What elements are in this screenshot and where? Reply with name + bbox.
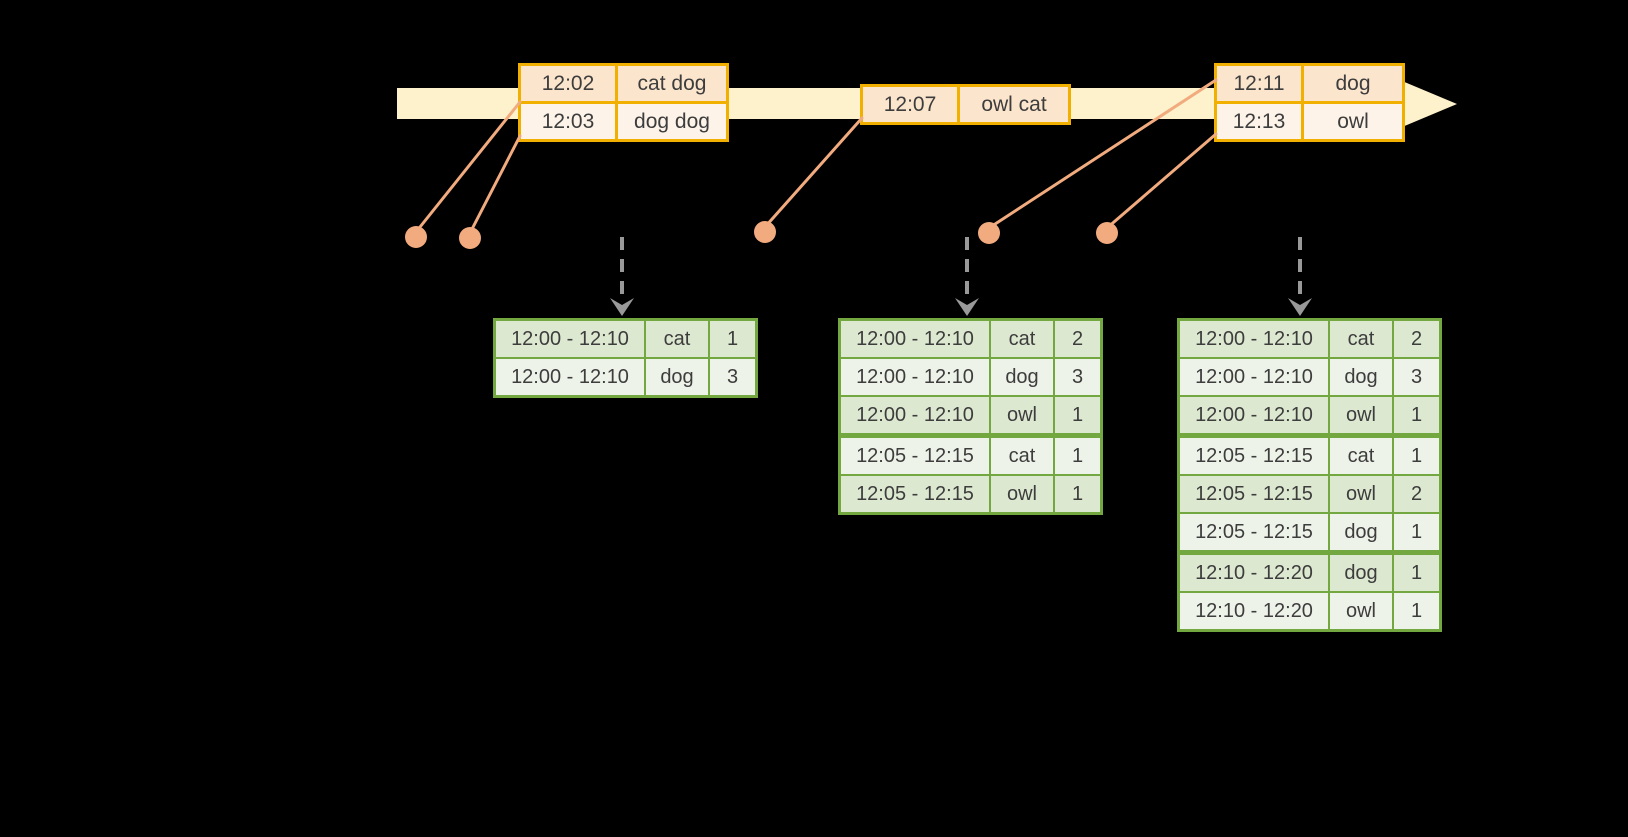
event-table-1: 12:02 cat dog 12:03 dog dog	[518, 63, 729, 142]
word-cell: cat	[989, 318, 1055, 359]
window-cell: 12:05 - 12:15	[838, 434, 991, 476]
event-dot	[754, 221, 776, 243]
count-cell: 1	[1392, 512, 1442, 555]
event-connector-line	[414, 100, 522, 234]
count-cell: 2	[1392, 474, 1442, 514]
event-time-arrow-head-icon	[1395, 78, 1457, 130]
event-connector-line	[468, 134, 522, 235]
trigger-arrow	[955, 237, 979, 316]
result-row: 12:00 - 12:10 cat 1	[493, 318, 758, 359]
event-dot	[978, 222, 1000, 244]
trigger-arrow-head-icon	[955, 298, 979, 316]
trigger-arrow	[610, 237, 634, 316]
word-cell: dog	[1328, 551, 1394, 593]
window-cell: 12:00 - 12:10	[838, 395, 991, 438]
window-cell: 12:10 - 12:20	[1177, 551, 1330, 593]
word-cell: dog	[644, 357, 710, 398]
result-row: 12:00 - 12:10 owl 1	[838, 395, 1103, 438]
count-cell: 1	[1053, 395, 1103, 438]
word-cell: owl	[989, 395, 1055, 438]
trigger-arrow-head-icon	[610, 298, 634, 316]
event-words-cell: owl	[1301, 101, 1405, 142]
window-cell: 12:00 - 12:10	[1177, 395, 1330, 438]
word-cell: owl	[989, 474, 1055, 515]
event-dot	[459, 227, 481, 249]
window-cell: 12:05 - 12:15	[1177, 474, 1330, 514]
event-words-cell: dog dog	[615, 101, 729, 142]
result-row: 12:00 - 12:10 owl 1	[1177, 395, 1442, 438]
event-time-cell: 12:02	[518, 63, 618, 104]
result-row: 12:10 - 12:20 dog 1	[1177, 551, 1442, 593]
word-cell: cat	[1328, 318, 1394, 359]
event-connector-line	[763, 116, 864, 229]
count-cell: 2	[1053, 318, 1103, 359]
result-row: 12:00 - 12:10 dog 3	[1177, 357, 1442, 397]
count-cell: 1	[708, 318, 758, 359]
count-cell: 1	[1392, 395, 1442, 438]
window-cell: 12:10 - 12:20	[1177, 591, 1330, 632]
count-cell: 2	[1392, 318, 1442, 359]
event-dot	[1096, 222, 1118, 244]
result-row: 12:05 - 12:15 owl 1	[838, 474, 1103, 515]
event-words-cell: cat dog	[615, 63, 729, 104]
word-cell: dog	[1328, 357, 1394, 397]
event-dot	[405, 226, 427, 248]
event-words-cell: owl cat	[957, 84, 1071, 125]
trigger-arrow-head-icon	[1288, 298, 1312, 316]
count-cell: 1	[1053, 434, 1103, 476]
window-cell: 12:00 - 12:10	[1177, 357, 1330, 397]
word-cell: owl	[1328, 591, 1394, 632]
count-cell: 1	[1053, 474, 1103, 515]
window-cell: 12:00 - 12:10	[493, 357, 646, 398]
result-row: 12:05 - 12:15 owl 2	[1177, 474, 1442, 514]
window-cell: 12:00 - 12:10	[1177, 318, 1330, 359]
event-connector-line	[1105, 132, 1218, 230]
result-row: 12:00 - 12:10 cat 2	[1177, 318, 1442, 359]
result-row: 12:10 - 12:20 owl 1	[1177, 591, 1442, 632]
event-time-cell: 12:07	[860, 84, 960, 125]
event-row: 12:13 owl	[1214, 101, 1405, 142]
result-row: 12:05 - 12:15 cat 1	[838, 434, 1103, 476]
window-cell: 12:00 - 12:10	[838, 357, 991, 397]
result-row: 12:05 - 12:15 dog 1	[1177, 512, 1442, 555]
window-cell: 12:05 - 12:15	[838, 474, 991, 515]
count-cell: 1	[1392, 551, 1442, 593]
word-cell: cat	[644, 318, 710, 359]
event-time-cell: 12:13	[1214, 101, 1304, 142]
word-cell: owl	[1328, 474, 1394, 514]
word-cell: owl	[1328, 395, 1394, 438]
window-cell: 12:05 - 12:15	[1177, 434, 1330, 476]
count-cell: 1	[1392, 434, 1442, 476]
window-cell: 12:00 - 12:10	[493, 318, 646, 359]
count-cell: 3	[1053, 357, 1103, 397]
window-cell: 12:00 - 12:10	[838, 318, 991, 359]
result-row: 12:05 - 12:15 cat 1	[1177, 434, 1442, 476]
event-time-cell: 12:03	[518, 101, 618, 142]
result-row: 12:00 - 12:10 dog 3	[838, 357, 1103, 397]
result-row: 12:00 - 12:10 dog 3	[493, 357, 758, 398]
event-words-cell: dog	[1301, 63, 1405, 104]
count-cell: 3	[1392, 357, 1442, 397]
event-time-cell: 12:11	[1214, 63, 1304, 104]
result-table-2: 12:00 - 12:10 cat 2 12:00 - 12:10 dog 3 …	[838, 318, 1103, 515]
word-cell: dog	[989, 357, 1055, 397]
trigger-arrow	[1288, 237, 1312, 316]
event-table-3: 12:11 dog 12:13 owl	[1214, 63, 1405, 142]
event-table-2: 12:07 owl cat	[860, 84, 1071, 125]
event-row: 12:11 dog	[1214, 63, 1405, 104]
result-table-3: 12:00 - 12:10 cat 2 12:00 - 12:10 dog 3 …	[1177, 318, 1442, 632]
count-cell: 3	[708, 357, 758, 398]
event-row: 12:07 owl cat	[860, 84, 1071, 125]
event-row: 12:02 cat dog	[518, 63, 729, 104]
count-cell: 1	[1392, 591, 1442, 632]
result-table-1: 12:00 - 12:10 cat 1 12:00 - 12:10 dog 3	[493, 318, 758, 398]
word-cell: cat	[989, 434, 1055, 476]
word-cell: dog	[1328, 512, 1394, 555]
result-row: 12:00 - 12:10 cat 2	[838, 318, 1103, 359]
event-row: 12:03 dog dog	[518, 101, 729, 142]
window-cell: 12:05 - 12:15	[1177, 512, 1330, 555]
word-cell: cat	[1328, 434, 1394, 476]
